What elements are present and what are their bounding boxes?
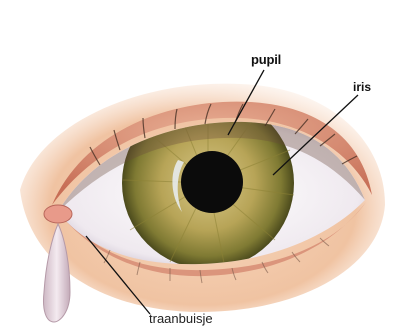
tear-duct-caruncle	[44, 205, 72, 223]
pupil-label: pupil	[251, 52, 281, 67]
tear-duct-label: traanbuisje	[149, 311, 213, 326]
pupil-shape	[181, 151, 243, 213]
iris-label: iris	[353, 80, 371, 94]
